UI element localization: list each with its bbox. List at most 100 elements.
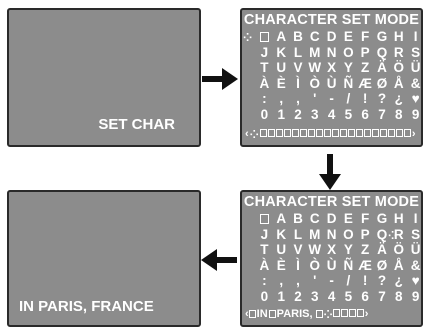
char-cell[interactable]: À (259, 75, 270, 91)
char-cell[interactable]: Ä (377, 242, 387, 257)
char-cell[interactable]: Ì (296, 75, 300, 91)
char-cell[interactable]: 0 (260, 106, 269, 122)
char-cell[interactable]: H (393, 211, 404, 226)
char-cell[interactable]: ¿ (394, 91, 403, 106)
char-cell[interactable]: J (260, 226, 269, 242)
char-cell[interactable]: J (260, 44, 269, 60)
char-cell[interactable]: K (276, 226, 287, 242)
char-cell[interactable]: B (293, 29, 303, 44)
char-cell[interactable]: / (346, 91, 351, 106)
char-cell[interactable]: Å (393, 257, 404, 273)
char-cell[interactable]: ! (362, 91, 368, 106)
char-cell[interactable]: Y (343, 242, 353, 257)
char-cell[interactable]: G (376, 211, 388, 226)
char-cell[interactable]: Å (393, 75, 404, 91)
char-cell[interactable]: M (309, 226, 321, 242)
char-cell[interactable]: Ñ (343, 75, 354, 91)
char-cell[interactable]: Z (361, 60, 370, 75)
char-cell[interactable]: ¿ (394, 273, 403, 288)
char-cell[interactable]: : (262, 273, 267, 288)
char-cell[interactable]: Ø (376, 257, 388, 273)
char-cell[interactable]: I (413, 211, 418, 226)
char-cell[interactable]: 0 (260, 288, 269, 304)
char-cell[interactable]: P (360, 44, 370, 60)
char-cell[interactable]: ♥ (411, 273, 420, 288)
char-cell[interactable]: Æ (358, 257, 372, 273)
char-cell[interactable]: 8 (395, 288, 403, 304)
char-cell[interactable]: Ü (410, 60, 421, 75)
char-cell[interactable]: Ì (296, 257, 300, 273)
char-cell[interactable]: & (410, 75, 421, 91)
char-cell[interactable]: Ü (410, 242, 421, 257)
char-cell[interactable]: R (393, 226, 404, 242)
char-cell[interactable]: 5 (344, 106, 353, 122)
char-cell[interactable]: : (262, 91, 267, 106)
char-cell[interactable]: W (308, 242, 322, 257)
char-cell[interactable]: 1 (277, 288, 285, 304)
char-cell[interactable]: 3 (311, 106, 319, 122)
char-cell[interactable] (256, 29, 273, 45)
char-cell[interactable]: & (410, 257, 421, 273)
char-cell[interactable]: D (326, 29, 337, 44)
char-cell[interactable]: 7 (378, 288, 386, 304)
char-cell[interactable]: ? (377, 91, 387, 106)
char-cell[interactable]: 2 (294, 106, 302, 122)
char-cell[interactable]: L (293, 226, 303, 242)
char-cell[interactable]: Q (376, 44, 388, 60)
char-cell[interactable]: - (329, 91, 334, 106)
char-cell[interactable]: L (293, 44, 303, 60)
char-cell[interactable]: Ù (326, 75, 337, 91)
char-cell[interactable]: 9 (411, 288, 420, 304)
char-cell[interactable]: ' (313, 273, 317, 288)
char-cell[interactable]: , (279, 91, 284, 106)
char-cell[interactable]: ♥ (411, 91, 420, 106)
char-cell[interactable]: S (411, 44, 421, 60)
char-cell[interactable]: D (326, 211, 337, 226)
char-cell[interactable]: T (260, 60, 269, 75)
char-cell[interactable]: Ò (309, 257, 321, 273)
char-cell[interactable]: 6 (361, 106, 369, 122)
char-cell[interactable]: Z (361, 242, 370, 257)
char-cell[interactable]: E (343, 29, 353, 44)
char-cell[interactable]: / (346, 273, 351, 288)
char-cell[interactable]: 8 (395, 106, 403, 122)
char-cell[interactable]: C (309, 211, 320, 226)
char-cell[interactable]: 6 (361, 288, 369, 304)
char-cell[interactable]: X (327, 242, 337, 257)
char-cell[interactable]: V (293, 242, 303, 257)
char-cell[interactable]: T (260, 242, 269, 257)
char-cell[interactable]: 2 (294, 288, 302, 304)
char-cell[interactable]: ? (377, 273, 387, 288)
char-cell[interactable]: O (343, 44, 354, 60)
char-cell[interactable]: V (293, 60, 303, 75)
char-cell[interactable]: Ö (393, 60, 405, 75)
char-cell[interactable]: N (326, 44, 337, 60)
char-cell[interactable]: Q (376, 226, 388, 242)
char-cell[interactable]: Ä (377, 60, 387, 75)
char-cell[interactable]: W (308, 60, 322, 75)
char-cell[interactable]: C (309, 29, 320, 44)
char-cell[interactable]: K (276, 44, 287, 60)
char-cell[interactable]: È (276, 257, 286, 273)
char-cell[interactable]: - (329, 273, 334, 288)
char-cell[interactable]: H (393, 29, 404, 44)
char-cell[interactable]: G (376, 29, 388, 44)
char-cell[interactable] (256, 211, 273, 227)
char-cell[interactable]: U (276, 60, 287, 75)
char-cell[interactable]: ' (313, 91, 317, 106)
char-cell[interactable]: O (343, 226, 354, 242)
char-cell[interactable]: E (343, 211, 353, 226)
char-cell[interactable]: Ö (393, 242, 405, 257)
char-cell[interactable]: Ò (309, 75, 321, 91)
char-cell[interactable]: , (279, 273, 284, 288)
char-cell[interactable]: È (276, 75, 286, 91)
char-cell[interactable]: F (361, 29, 370, 44)
char-cell[interactable]: À (259, 257, 270, 273)
char-cell[interactable]: 4 (327, 106, 336, 122)
char-cell[interactable]: , (296, 91, 300, 106)
char-cell[interactable]: 1 (277, 106, 285, 122)
char-cell[interactable]: 5 (344, 288, 353, 304)
char-cell[interactable]: 9 (411, 106, 420, 122)
char-cell[interactable]: A (276, 29, 287, 44)
char-cell[interactable]: R (393, 44, 404, 60)
